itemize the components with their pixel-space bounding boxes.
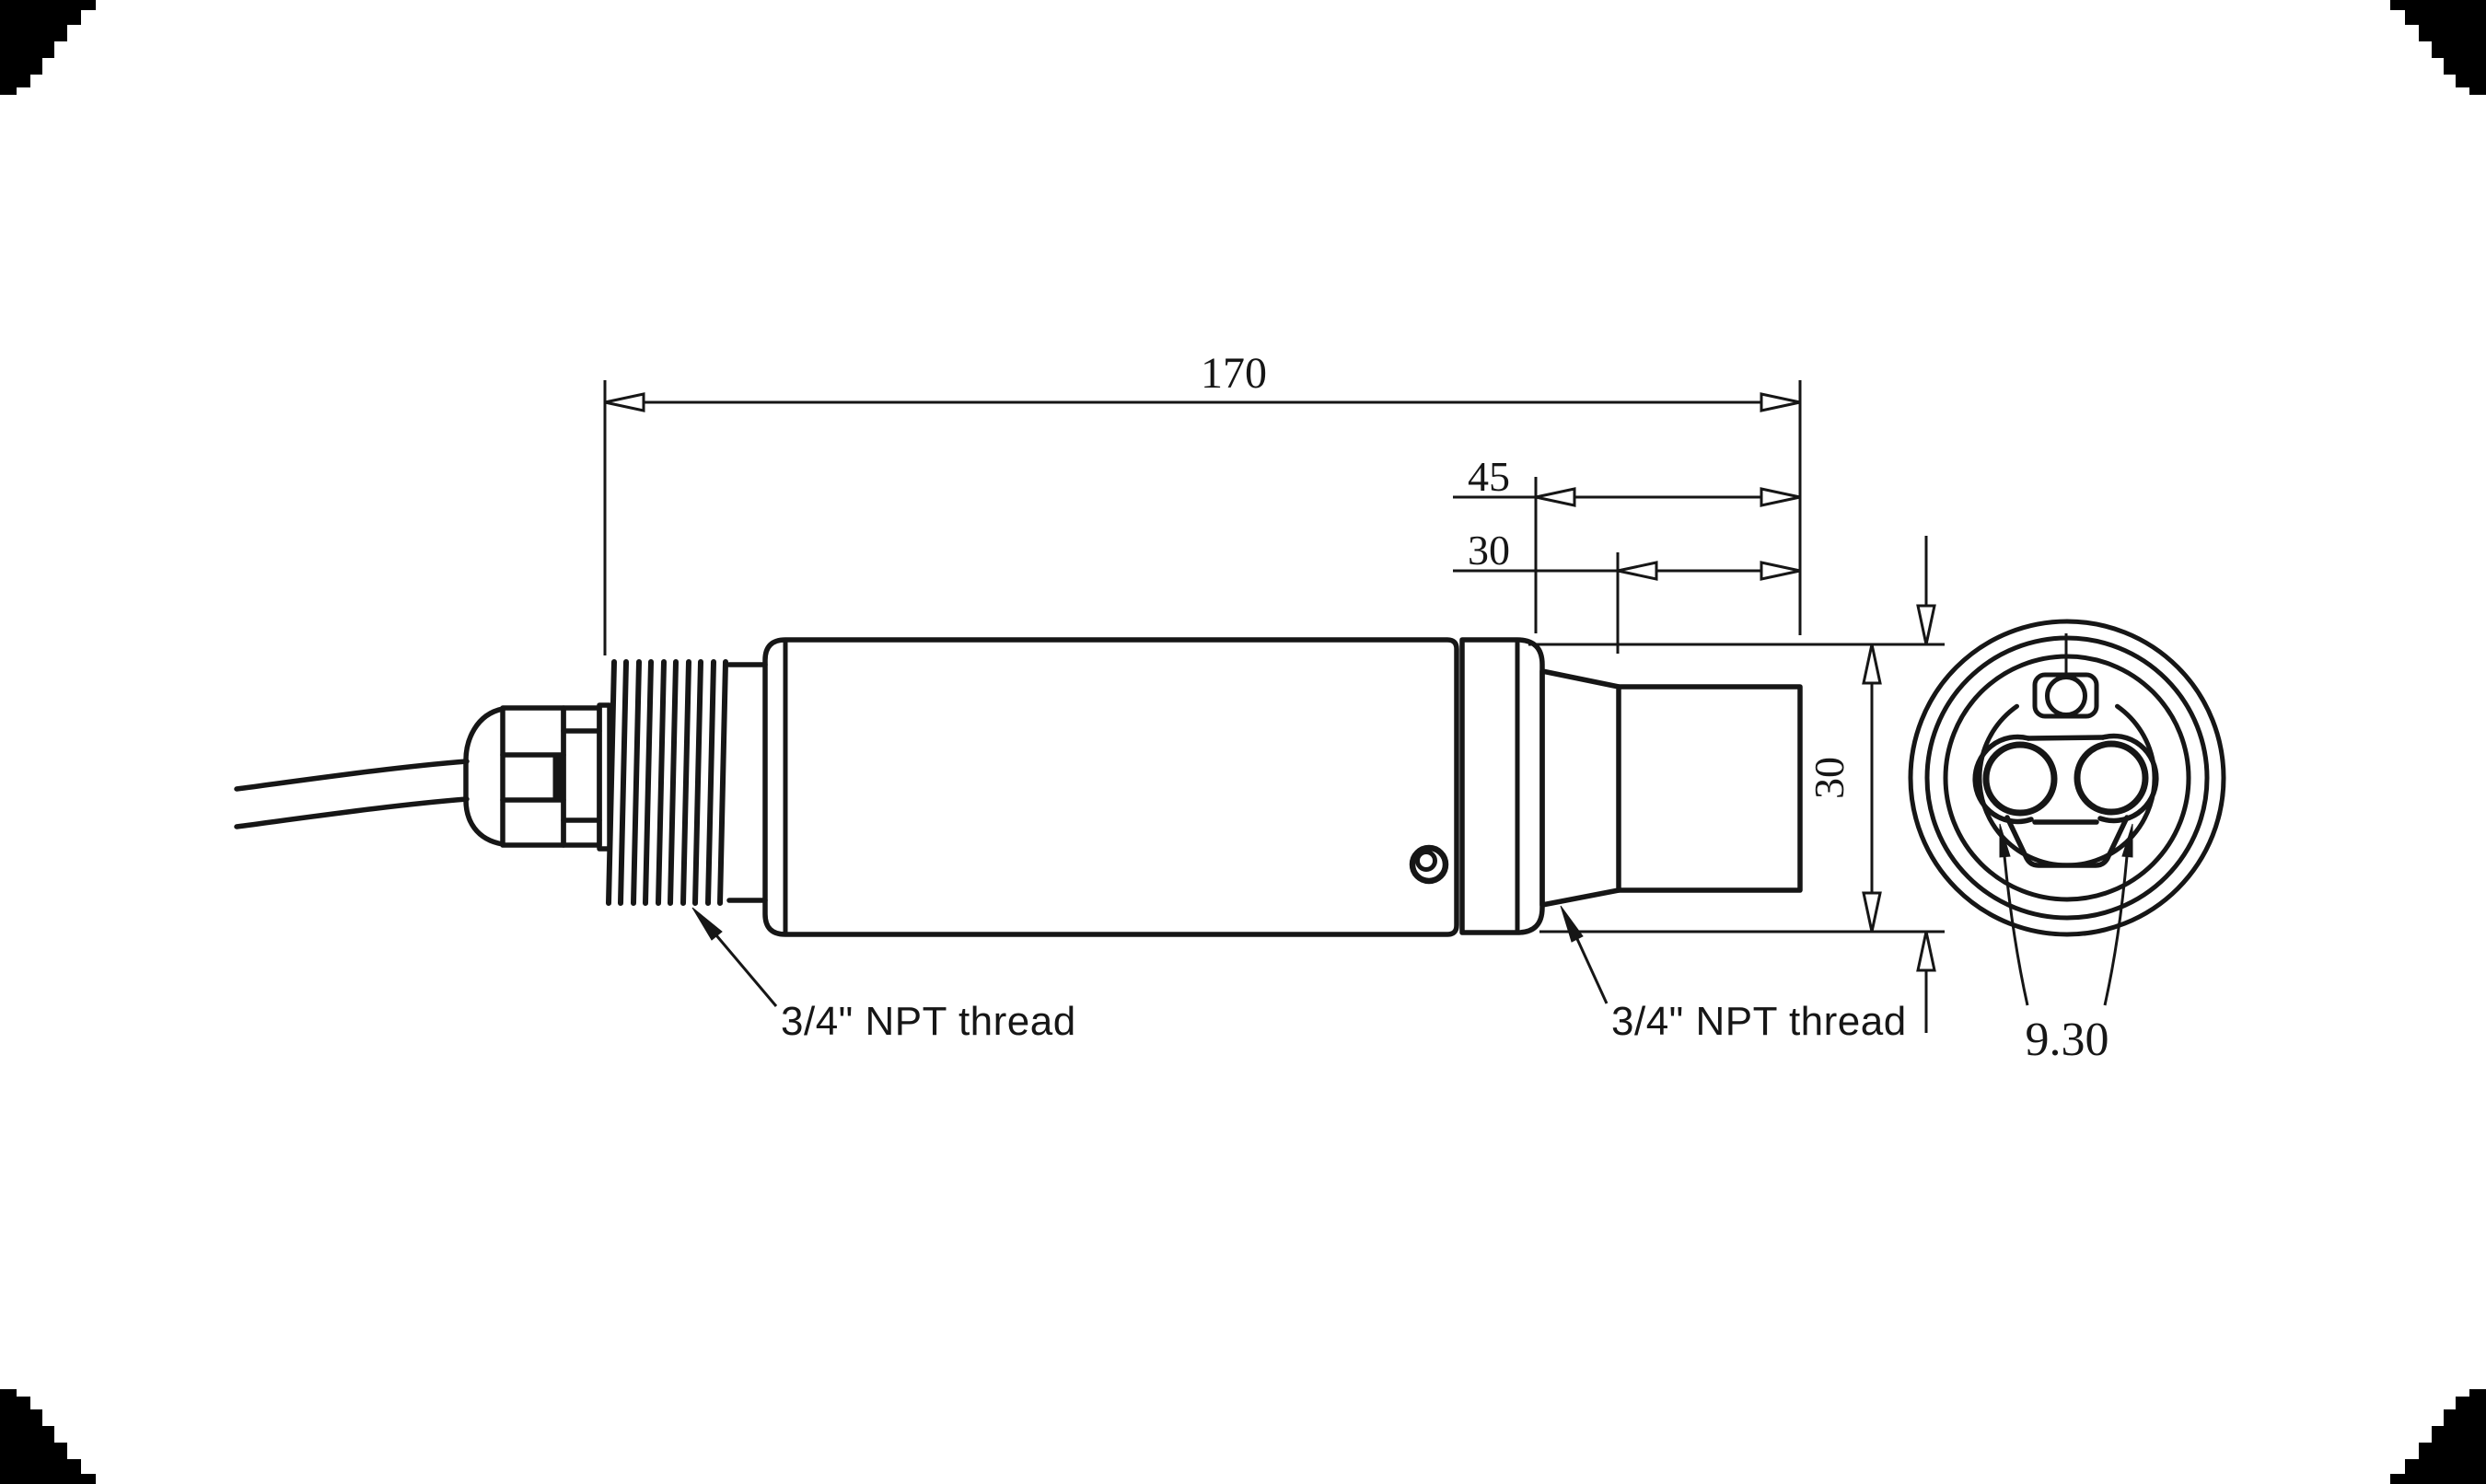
dim-overall-length: 170 bbox=[603, 349, 1802, 655]
npt-thread-right bbox=[1539, 668, 1621, 908]
dim-text-30-length: 30 bbox=[1468, 527, 1510, 574]
corner-artifact-top-left bbox=[0, 0, 96, 95]
body-screw-icon bbox=[1409, 844, 1449, 885]
corner-artifact-bottom-right bbox=[2390, 1389, 2486, 1484]
label-right-npt-thread: 3/4" NPT thread bbox=[1611, 999, 1907, 1044]
gland-nose bbox=[463, 706, 505, 847]
dim-text-9-30: 9.30 bbox=[2026, 1014, 2109, 1066]
face-middle-circle bbox=[1924, 635, 2210, 921]
lens-right-surround bbox=[2097, 733, 2159, 824]
callout-right-thread: 3/4" NPT thread bbox=[1560, 905, 1907, 1044]
label-left-npt-thread: 3/4" NPT thread bbox=[781, 999, 1076, 1044]
dim-front-section: 45 bbox=[1453, 453, 1801, 633]
dim-lens-diameter: 9.30 bbox=[1999, 823, 2133, 1066]
dim-tip-length: 30 bbox=[1453, 527, 1801, 654]
callout-left-thread: 3/4" NPT thread bbox=[691, 907, 1076, 1044]
dimensions: 170 45 30 30 bbox=[603, 349, 2133, 1066]
main-body bbox=[762, 637, 1459, 937]
dim-text-30-diameter: 30 bbox=[1806, 757, 1853, 799]
dim-body-diameter: 30 bbox=[1528, 536, 1945, 1033]
side-view bbox=[234, 637, 1803, 937]
top-connector-hole bbox=[2045, 675, 2087, 717]
end-view bbox=[1908, 619, 2226, 937]
thread-neck bbox=[726, 662, 768, 903]
cable bbox=[234, 759, 470, 829]
collar bbox=[1459, 637, 1545, 935]
lens-left bbox=[1982, 741, 2058, 817]
corner-artifact-bottom-left bbox=[0, 1389, 96, 1484]
npt-thread-left bbox=[606, 659, 768, 906]
corner-artifact-top-right bbox=[2390, 0, 2486, 95]
sensor-tip bbox=[1616, 684, 1803, 893]
lens-right bbox=[2074, 740, 2149, 816]
body-screw-inner bbox=[1415, 850, 1437, 872]
lens-bridge-top bbox=[2026, 735, 2106, 741]
lens-bucket bbox=[2004, 815, 2130, 868]
dim-text-170: 170 bbox=[1201, 349, 1267, 398]
cable-gland bbox=[463, 702, 612, 852]
dim-text-45: 45 bbox=[1468, 453, 1510, 500]
face-outer-circle bbox=[1908, 619, 2226, 937]
